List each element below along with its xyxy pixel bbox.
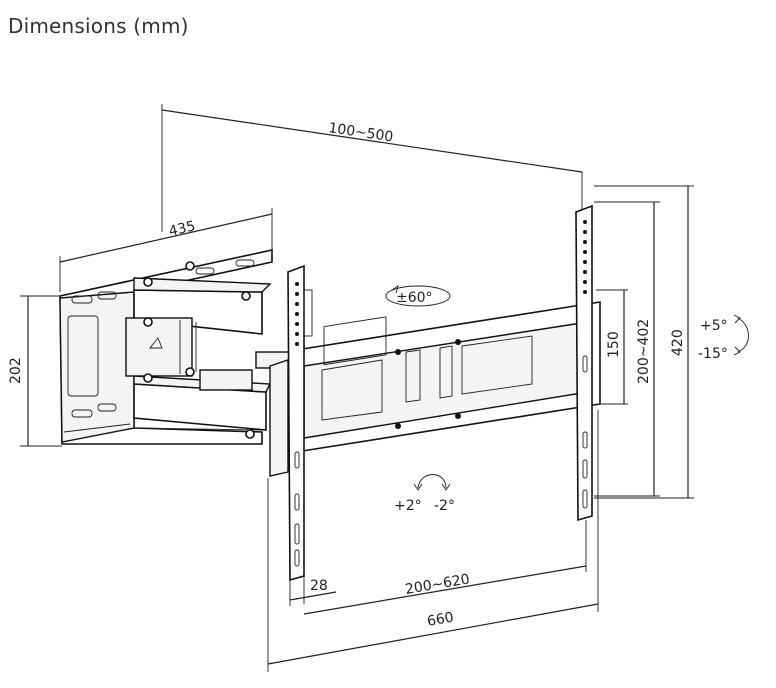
left-vertical-bracket — [269, 264, 313, 582]
articulating-arm — [125, 261, 305, 439]
diagram-title: Dimensions (mm) — [8, 14, 189, 38]
level-indicator: +2° -2° — [394, 474, 455, 514]
label-wall-plate-height: 202 — [8, 357, 24, 384]
swivel-indicator: ±60° — [385, 284, 451, 307]
tilt-indicator: +5° -15° — [698, 314, 749, 362]
label-vesa-vertical-inner: 150 — [606, 331, 622, 358]
dim-vesa-vertical-range: 200~402 — [594, 201, 660, 497]
dim-total-width: 660 — [267, 410, 599, 672]
label-vesa-vertical-range: 200~402 — [636, 319, 652, 384]
dim-vesa-horizontal-range: 200~620 — [303, 520, 587, 615]
dim-wall-plate-height: 202 — [8, 295, 62, 447]
dim-rail-offset: 28 — [289, 576, 337, 606]
label-rail-offset: 28 — [310, 578, 328, 594]
label-swivel: ±60° — [396, 290, 433, 306]
label-arm-width: 100~500 — [327, 120, 394, 145]
label-level-minus: -2° — [434, 498, 455, 514]
right-vertical-bracket — [575, 204, 593, 522]
wall-plate — [59, 249, 273, 445]
dim-arm-depth: 435 — [59, 208, 273, 292]
label-level-plus: +2° — [394, 498, 422, 514]
label-arm-depth: 435 — [167, 218, 197, 240]
dim-plate-height: 420 — [594, 185, 694, 499]
label-tilt-up: +5° — [700, 318, 728, 334]
label-vesa-horizontal-range: 200~620 — [404, 571, 471, 598]
dim-arm-width: 100~500 — [161, 104, 583, 232]
dim-vesa-vertical-inner: 150 — [596, 289, 628, 405]
label-tilt-down: -15° — [698, 346, 728, 362]
label-total-width: 660 — [426, 609, 455, 630]
tv-rail — [295, 301, 601, 453]
label-plate-height: 420 — [670, 329, 686, 356]
